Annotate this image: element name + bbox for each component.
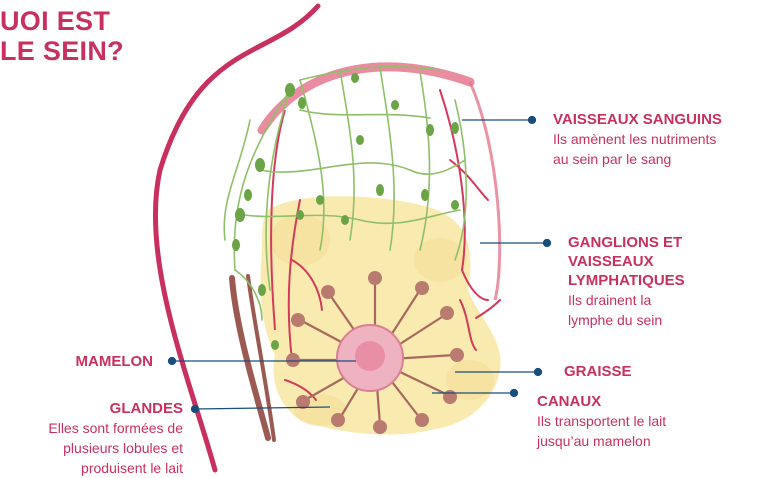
glandes-desc-1: Elles sont formées de [48,418,183,438]
glandes-desc-2: plusieurs lobules et [48,438,183,458]
label-mamelon: MAMELON [76,352,154,371]
label-vaisseaux-sanguins: VAISSEAUX SANGUINS Ils amènent les nutri… [553,110,722,169]
mamelon-heading: MAMELON [76,352,154,371]
glandes-desc-3: produisent le lait [48,458,183,478]
chest-outline [470,82,500,300]
label-canaux: CANAUX Ils transportent le lait jusqu’au… [537,392,666,451]
label-ganglions: GANGLIONS ET VAISSEAUX LYMPHATIQUES Ils … [568,233,685,330]
graisse-heading: GRAISSE [564,362,632,381]
label-graisse: GRAISSE [564,362,632,381]
ganglions-desc-2: lymphe du sein [568,310,685,330]
label-glandes: GLANDES Elles sont formées de plusieurs … [48,399,183,478]
glandes-heading: GLANDES [48,399,183,418]
canaux-heading: CANAUX [537,392,666,411]
ganglions-heading-3: LYMPHATIQUES [568,271,685,290]
nipple [355,341,385,371]
vaisseaux-sanguins-heading: VAISSEAUX SANGUINS [553,110,722,129]
pectoral-band [262,67,470,130]
vaisseaux-sanguins-desc-2: au sein par le sang [553,149,722,169]
canaux-desc-1: Ils transportent le lait [537,411,666,431]
ganglions-desc-1: Ils drainent la [568,290,685,310]
canaux-desc-2: jusqu’au mamelon [537,431,666,451]
ganglions-heading-2: VAISSEAUX [568,252,685,271]
vaisseaux-sanguins-desc-1: Ils amènent les nutriments [553,129,722,149]
ganglions-heading-1: GANGLIONS ET [568,233,685,252]
